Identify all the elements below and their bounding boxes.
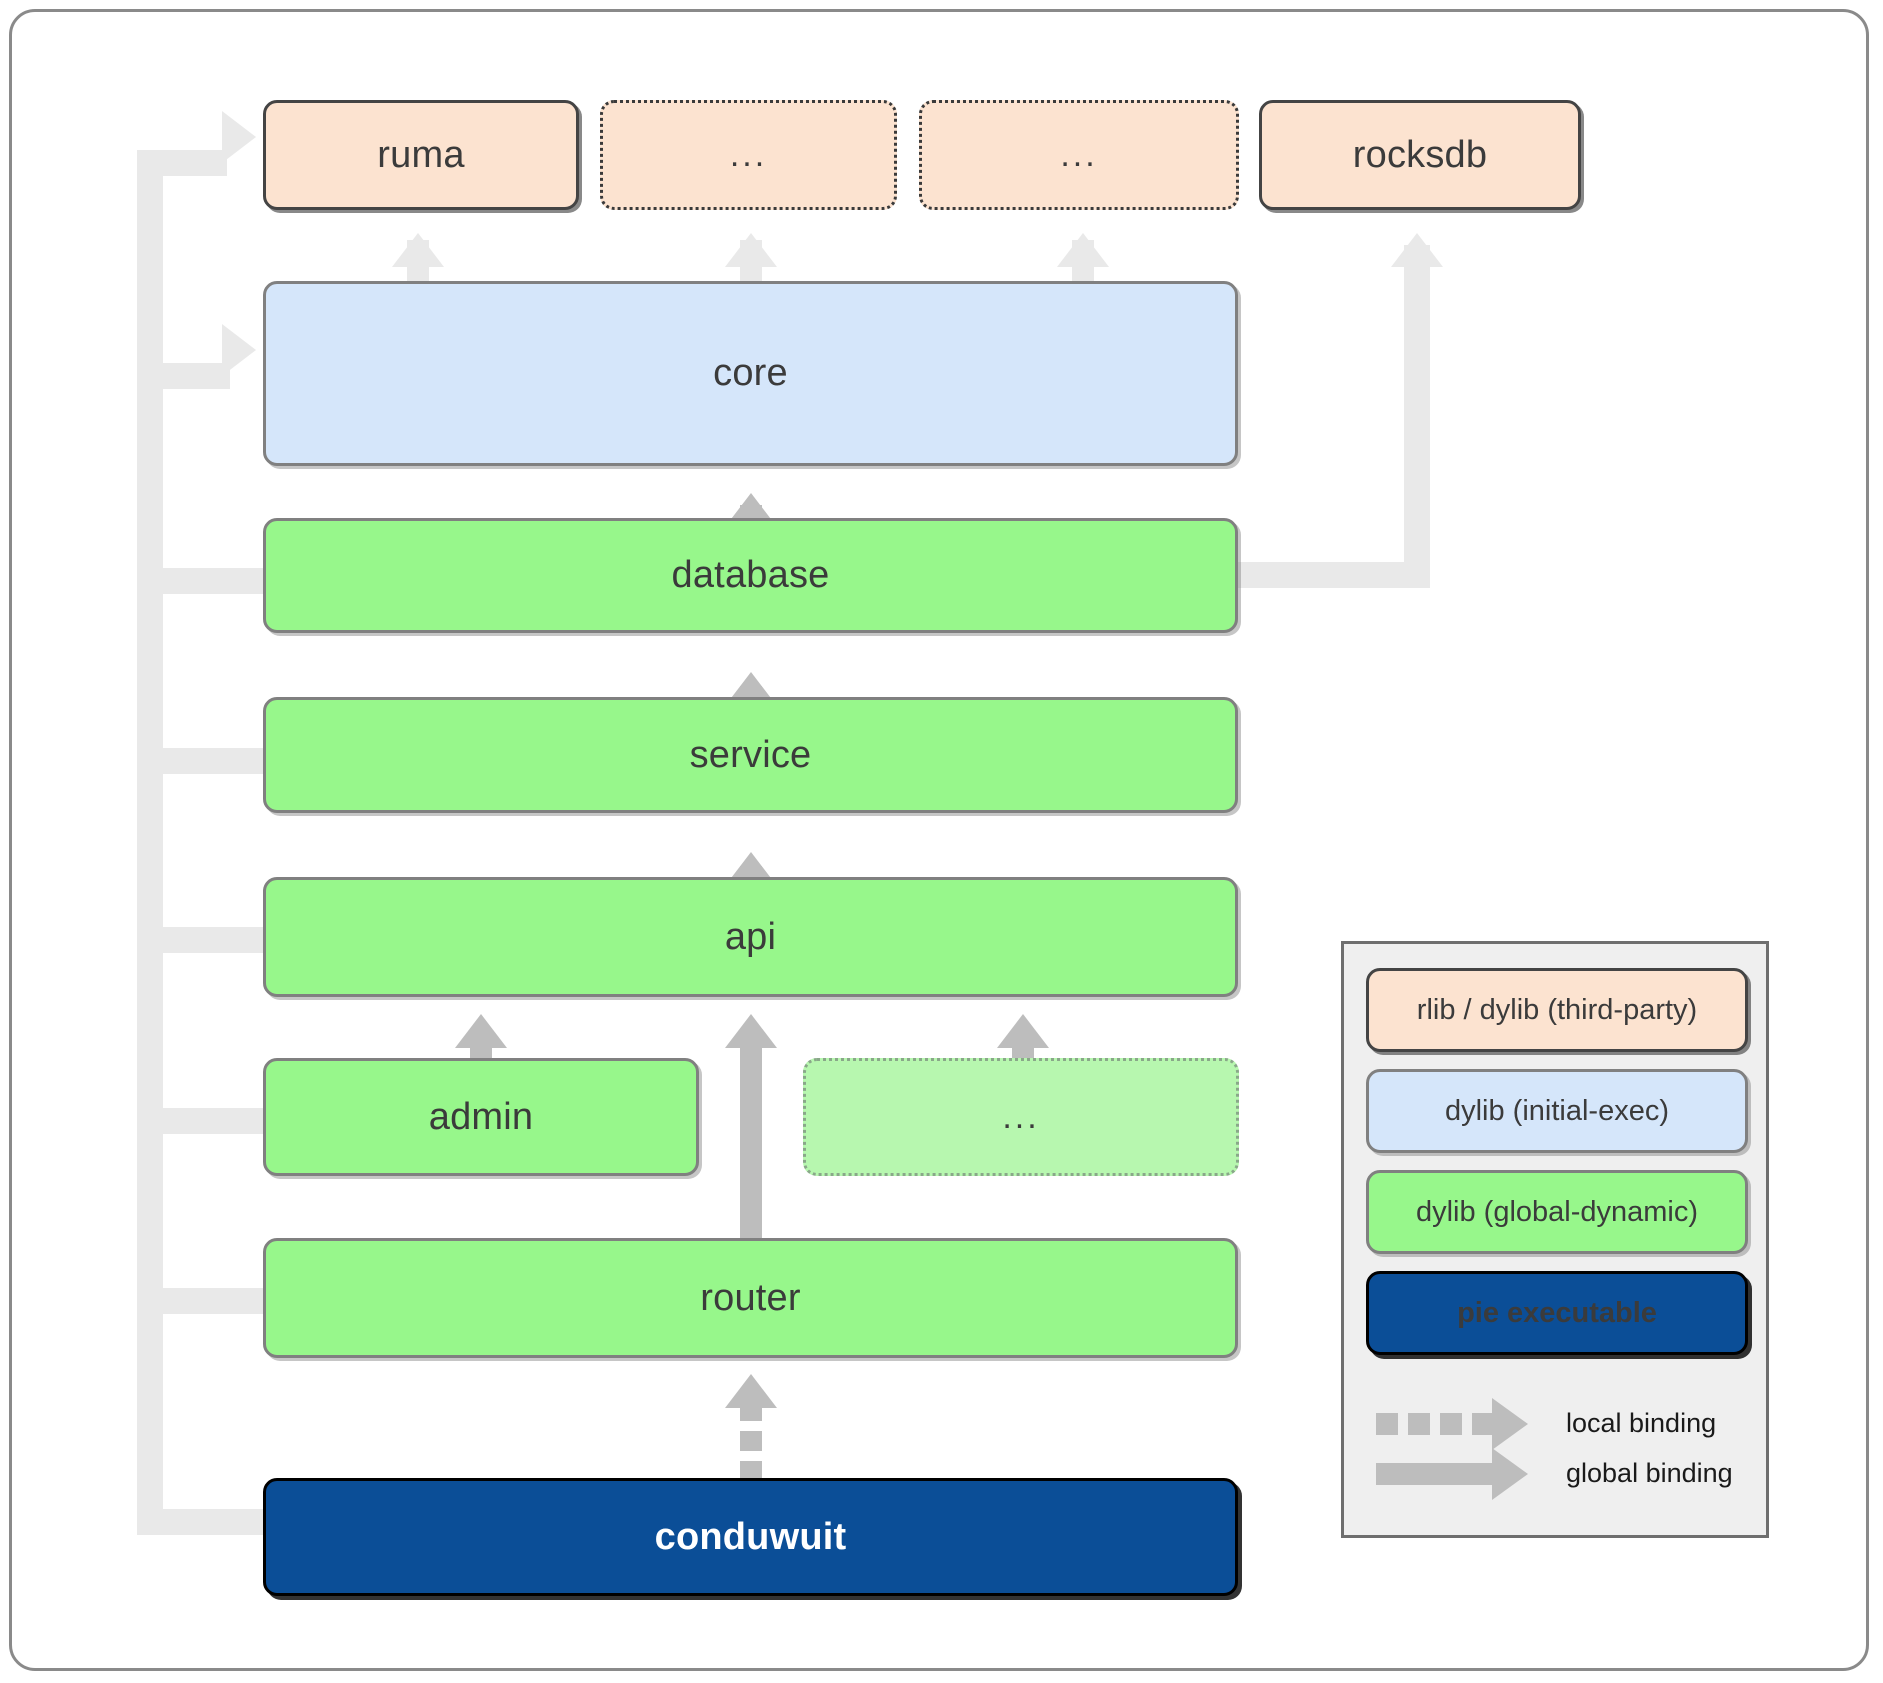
global-binding-arrowhead-icon <box>1492 1448 1528 1500</box>
legend-edge-local-binding: local binding <box>1366 1394 1748 1452</box>
node-api[interactable]: api <box>263 877 1238 997</box>
node-placeholder-top-2[interactable]: ... <box>919 100 1239 210</box>
edge-conduwuit-to-router-shaft <box>740 1408 762 1481</box>
local-binding-arrow-icon <box>1376 1413 1494 1435</box>
node-service[interactable]: service <box>263 697 1238 813</box>
edge-router-to-api-head <box>725 1014 777 1048</box>
edge-core-to-placeholder1-head <box>725 233 777 267</box>
legend-item-global-dynamic[interactable]: dylib (global-dynamic) <box>1366 1170 1748 1254</box>
edge-admin-to-api-head <box>455 1014 507 1048</box>
edge-trunk-to-core-shaft <box>150 363 230 389</box>
legend-item-initial-exec-label: dylib (initial-exec) <box>1444 1094 1669 1127</box>
edge-core-to-ruma-head <box>392 233 444 267</box>
edge-trunk-branch-admin <box>150 1108 275 1134</box>
edge-database-to-rocksdb-vertical <box>1404 245 1430 588</box>
node-rocksdb-label: rocksdb <box>1352 133 1488 176</box>
legend-item-third-party-label: rlib / dylib (third-party) <box>1416 993 1698 1026</box>
legend-item-pie-executable[interactable]: pie executable <box>1366 1271 1748 1355</box>
node-placeholder-top-1[interactable]: ... <box>600 100 897 210</box>
node-api-label: api <box>724 915 777 958</box>
legend-item-initial-exec[interactable]: dylib (initial-exec) <box>1366 1069 1748 1153</box>
edge-trunk-branch-api <box>150 927 275 953</box>
edge-trunk-vertical <box>137 150 163 1535</box>
legend-edge-global-binding-label: global binding <box>1566 1457 1733 1488</box>
edge-trunk-to-core-head <box>222 324 256 376</box>
legend-item-global-dynamic-label: dylib (global-dynamic) <box>1415 1195 1699 1228</box>
edge-conduwuit-to-router-head <box>725 1374 777 1408</box>
node-database[interactable]: database <box>263 518 1238 633</box>
edge-trunk-to-ruma-head <box>222 111 256 163</box>
edge-trunk-branch-service <box>150 748 275 774</box>
node-ruma-label: ruma <box>377 133 465 176</box>
node-placeholder-top-2-label: ... <box>1060 135 1098 174</box>
node-admin-label: admin <box>428 1095 534 1138</box>
edge-trunk-branch-router <box>150 1288 275 1314</box>
local-binding-arrowhead-icon <box>1492 1398 1528 1450</box>
edge-trunk-branch-database <box>150 568 275 594</box>
node-placeholder-api[interactable]: ... <box>803 1058 1239 1176</box>
edge-database-to-rocksdb-horizontal <box>1238 562 1428 588</box>
node-conduwuit-label: conduwuit <box>654 1515 847 1558</box>
node-service-label: service <box>689 733 812 776</box>
node-core-label: core <box>713 352 788 394</box>
node-placeholder-api-label: ... <box>1002 1097 1040 1136</box>
edge-core-to-placeholder2-head <box>1057 233 1109 267</box>
edge-placeholder-api-to-api-head <box>997 1014 1049 1048</box>
node-router-label: router <box>700 1276 801 1319</box>
edge-router-to-api-shaft <box>740 1046 762 1243</box>
node-placeholder-top-1-label: ... <box>729 135 768 174</box>
legend-item-third-party[interactable]: rlib / dylib (third-party) <box>1366 968 1748 1052</box>
node-core[interactable]: core <box>263 281 1238 466</box>
node-rocksdb[interactable]: rocksdb <box>1259 100 1581 210</box>
node-database-label: database <box>671 554 830 596</box>
legend-panel: rlib / dylib (third-party) dylib (initia… <box>1341 941 1769 1538</box>
node-ruma[interactable]: ruma <box>263 100 579 210</box>
legend-item-pie-executable-label: pie executable <box>1457 1296 1657 1329</box>
edge-database-to-rocksdb-head <box>1391 233 1443 267</box>
edge-trunk-to-conduwuit <box>137 1509 267 1535</box>
edge-trunk-to-ruma-shaft <box>137 150 227 176</box>
legend-edge-global-binding: global binding <box>1366 1444 1748 1502</box>
node-conduwuit[interactable]: conduwuit <box>263 1478 1238 1596</box>
global-binding-arrow-icon <box>1376 1463 1494 1485</box>
node-router[interactable]: router <box>263 1238 1238 1358</box>
legend-edge-local-binding-label: local binding <box>1566 1407 1717 1438</box>
node-admin[interactable]: admin <box>263 1058 699 1176</box>
